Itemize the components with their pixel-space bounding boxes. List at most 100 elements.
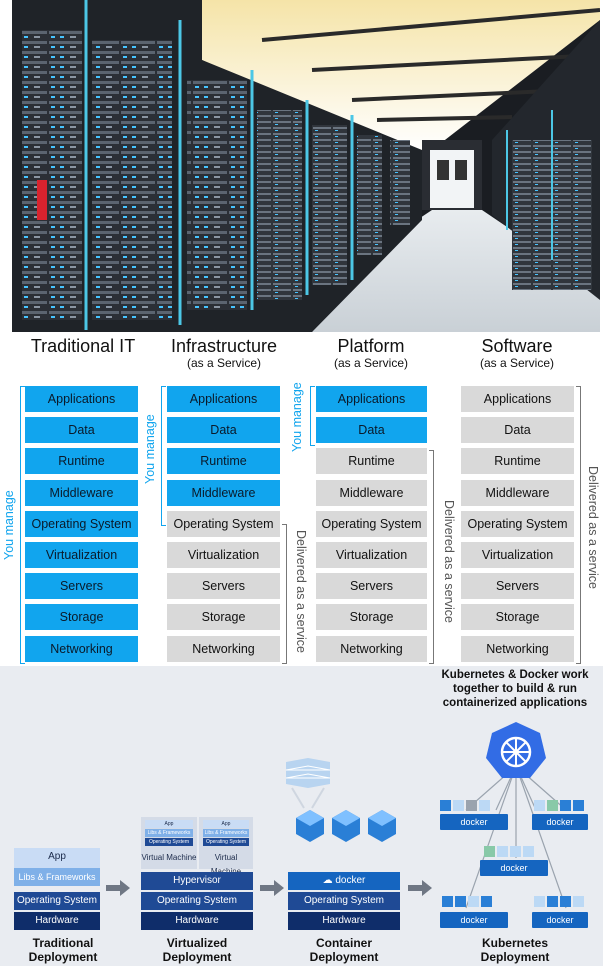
you-manage-bracket — [20, 386, 25, 664]
os-layer: Operating System — [203, 838, 249, 846]
layer-servers: Servers — [167, 573, 280, 600]
layer-servers: Servers — [25, 573, 138, 600]
layer-storage: Storage — [316, 604, 427, 631]
column-subtitle: (as a Service) — [479, 356, 555, 370]
layer-virtualization: Virtualization — [316, 541, 427, 568]
layer-storage: Storage — [167, 604, 280, 631]
column-subtitle: (as a Service) — [333, 356, 409, 370]
layer-networking: Networking — [461, 635, 574, 662]
column-title-traditional: Traditional IT — [22, 336, 144, 356]
delivered-label: Delivered as a service — [586, 466, 600, 589]
layer-operating-system: Operating System — [316, 510, 427, 537]
hypervisor-layer: Hypervisor — [141, 872, 253, 890]
layer-middleware: Middleware — [316, 479, 427, 506]
layer-virtualization: Virtualization — [461, 541, 574, 568]
libs-layer: Libs & Frameworks — [14, 868, 100, 886]
column-title: Platform — [337, 336, 405, 356]
delivered-bracket — [282, 524, 287, 664]
app-layer: App — [203, 820, 249, 828]
layer-middleware: Middleware — [461, 479, 574, 506]
hardware-layer: Hardware — [288, 912, 400, 930]
docker-node: docker — [480, 860, 548, 876]
layer-middleware: Middleware — [167, 479, 280, 506]
app-layer: App — [14, 848, 100, 868]
docker-node: docker — [440, 814, 508, 830]
layer-virtualization: Virtualization — [167, 541, 280, 568]
layer-middleware: Middleware — [25, 479, 138, 506]
libs-layer: Libs & Frameworks — [145, 829, 193, 837]
docker-node: docker — [440, 912, 508, 928]
layer-data: Data — [461, 417, 574, 444]
layer-applications: Applications — [316, 386, 427, 412]
kubernetes-cluster-icon — [440, 722, 584, 909]
you-manage-bracket — [161, 386, 166, 526]
layer-applications: Applications — [461, 386, 574, 412]
column-subtitle: (as a Service) — [186, 356, 262, 370]
layer-operating-system: Operating System — [461, 510, 574, 537]
column-title-iaas: Infrastructure (as a Service) — [164, 336, 284, 370]
layer-data: Data — [25, 417, 138, 444]
os-layer: Operating System — [145, 838, 193, 846]
layer-runtime: Runtime — [461, 448, 574, 475]
layer-applications: Applications — [167, 386, 280, 412]
you-manage-bracket — [310, 386, 315, 446]
app-layer: App — [145, 820, 193, 828]
column-title: Traditional IT — [30, 336, 136, 356]
os-layer: Operating System — [288, 892, 400, 910]
datacenter-photo — [12, 0, 600, 332]
docker-label: docker — [335, 875, 366, 886]
arrow-icon — [408, 880, 432, 896]
arrow-icon — [260, 880, 284, 896]
layer-operating-system: Operating System — [167, 510, 280, 537]
layer-runtime: Runtime — [316, 448, 427, 475]
kubernetes-deployment-label: Kubernetes Deployment — [480, 936, 550, 964]
you-manage-label: You manage — [290, 382, 304, 452]
cloud-service-models: Traditional IT Infrastructure (as a Serv… — [0, 334, 603, 666]
layer-networking: Networking — [167, 635, 280, 662]
stack-iaas: Applications Data Runtime Middleware Ope… — [167, 386, 280, 667]
layer-data: Data — [316, 417, 427, 444]
hardware-layer: Hardware — [141, 912, 253, 930]
kubernetes-headline: Kubernetes & Docker work together to bui… — [441, 669, 589, 709]
layer-networking: Networking — [25, 635, 138, 662]
virtualized-deployment-label: Virtualized Deployment — [162, 936, 232, 964]
libs-layer: Libs & Frameworks — [203, 829, 249, 837]
docker-engine-layer: ☁ docker — [288, 872, 400, 890]
docker-whale-icon: ☁ — [322, 875, 333, 886]
layer-networking: Networking — [316, 635, 427, 662]
vm-label: Virtual Machine — [141, 853, 197, 862]
delivered-bracket — [429, 450, 434, 664]
layer-runtime: Runtime — [25, 448, 138, 475]
layer-applications: Applications — [25, 386, 138, 412]
vm-label: Virtual Machine — [211, 853, 241, 876]
you-manage-label: You manage — [143, 414, 157, 484]
os-layer: Operating System — [141, 892, 253, 910]
deployment-evolution: Kubernetes & Docker work together to bui… — [0, 666, 603, 966]
vm-box-left: App Libs & Frameworks Operating System V… — [141, 817, 197, 869]
column-title: Infrastructure — [170, 336, 278, 356]
column-title-saas: Software (as a Service) — [458, 336, 576, 370]
column-title: Software — [481, 336, 553, 356]
docker-node: docker — [532, 912, 588, 928]
hardware-layer: Hardware — [14, 912, 100, 930]
container-deployment-label: Container Deployment — [309, 936, 379, 964]
layer-storage: Storage — [461, 604, 574, 631]
stack-traditional: Applications Data Runtime Middleware Ope… — [25, 386, 138, 667]
stack-saas: Applications Data Runtime Middleware Ope… — [461, 386, 574, 667]
docker-node: docker — [532, 814, 588, 830]
layer-runtime: Runtime — [167, 448, 280, 475]
delivered-label: Delivered as a service — [294, 530, 308, 653]
layer-virtualization: Virtualization — [25, 541, 138, 568]
layer-storage: Storage — [25, 604, 138, 631]
layer-servers: Servers — [316, 573, 427, 600]
stack-paas: Applications Data Runtime Middleware Ope… — [316, 386, 427, 667]
container-cubes-icon — [285, 758, 396, 842]
delivered-label: Delivered as a service — [442, 500, 456, 623]
you-manage-label: You manage — [2, 490, 16, 560]
layer-servers: Servers — [461, 573, 574, 600]
layer-data: Data — [167, 417, 280, 444]
column-title-paas: Platform (as a Service) — [312, 336, 430, 370]
arrow-icon — [106, 880, 130, 896]
traditional-deployment-label: Traditional Deployment — [28, 936, 98, 964]
delivered-bracket — [576, 386, 581, 664]
